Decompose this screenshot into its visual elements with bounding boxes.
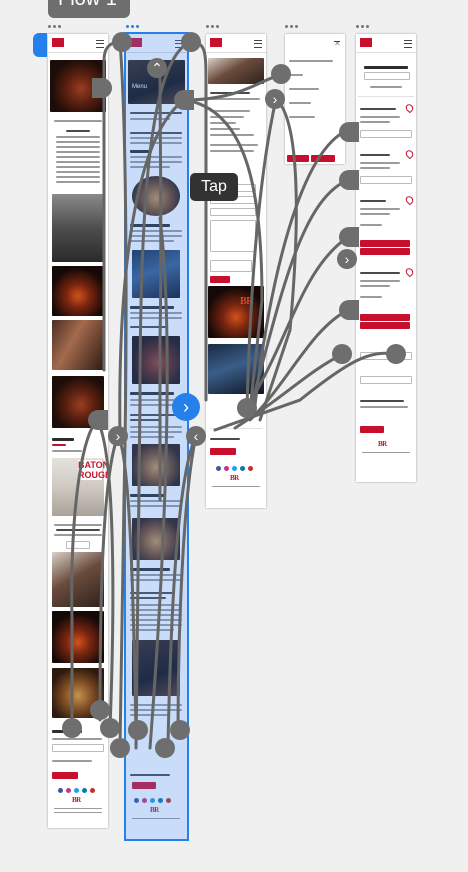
wire-handle[interactable] bbox=[237, 398, 257, 418]
artboard-options-contact[interactable] bbox=[206, 25, 219, 29]
artboard-options-menu[interactable] bbox=[126, 25, 139, 29]
location-search-input[interactable] bbox=[364, 72, 410, 80]
wire-handle[interactable] bbox=[92, 78, 112, 98]
wire-handle[interactable] bbox=[112, 32, 132, 52]
confirm-button[interactable] bbox=[287, 155, 309, 162]
flow-name-tag[interactable]: Flow 1 bbox=[48, 0, 130, 18]
chevron-up-icon[interactable]: ⌃ bbox=[147, 58, 167, 78]
social-icons[interactable] bbox=[134, 798, 171, 803]
wire-handle[interactable] bbox=[100, 718, 120, 738]
wire-handle[interactable] bbox=[90, 700, 110, 720]
artboard-locations[interactable]: BR bbox=[356, 34, 416, 482]
header-bar bbox=[48, 34, 108, 53]
map-pin-icon bbox=[404, 194, 415, 206]
wire-handle[interactable] bbox=[128, 720, 148, 740]
logo-icon bbox=[52, 38, 64, 47]
br-footer-logo: BR bbox=[230, 474, 239, 482]
grill-photo bbox=[52, 266, 104, 316]
br-footer-logo: BR bbox=[378, 440, 387, 448]
subject-select[interactable] bbox=[210, 208, 256, 216]
reserve-button[interactable] bbox=[210, 448, 236, 455]
logo-icon bbox=[360, 38, 372, 47]
burger-photo bbox=[132, 444, 180, 486]
br-wall-logo: BR bbox=[240, 296, 253, 307]
map-pin-icon bbox=[404, 266, 415, 278]
cancel-button[interactable] bbox=[311, 155, 335, 162]
location-details-button[interactable] bbox=[360, 176, 412, 184]
wire-handle[interactable] bbox=[155, 738, 175, 758]
wire-handle[interactable] bbox=[181, 32, 201, 52]
send-button[interactable] bbox=[210, 276, 230, 283]
br-footer-logo: BR bbox=[150, 806, 159, 814]
hamburger-icon[interactable] bbox=[404, 40, 412, 48]
wire-handle[interactable] bbox=[62, 718, 82, 738]
dining-room-photo bbox=[52, 611, 104, 663]
wire-handle[interactable] bbox=[332, 344, 352, 364]
captcha-box[interactable] bbox=[210, 260, 252, 272]
chevron-right-icon[interactable]: › bbox=[337, 249, 357, 269]
wire-handle[interactable] bbox=[110, 738, 130, 758]
city-select[interactable] bbox=[360, 376, 412, 384]
entree-photo bbox=[132, 176, 180, 216]
storefront-sign: BATON ROUGE bbox=[78, 460, 108, 480]
message-field[interactable] bbox=[210, 220, 256, 252]
ribs-photo bbox=[132, 336, 180, 384]
br-footer-logo: BR bbox=[72, 796, 81, 804]
artboard-contact[interactable]: BR BR bbox=[206, 34, 266, 508]
hamburger-icon[interactable] bbox=[254, 40, 262, 48]
contact-hero-photo bbox=[208, 58, 264, 84]
wire-handle[interactable] bbox=[271, 64, 291, 84]
close-icon[interactable]: ✕ bbox=[334, 39, 341, 48]
wire-handle[interactable] bbox=[339, 227, 359, 247]
server-photo bbox=[52, 552, 104, 607]
diners-photo bbox=[52, 320, 104, 370]
reserve-button[interactable] bbox=[52, 772, 78, 779]
wire-handle[interactable] bbox=[339, 122, 359, 142]
home-screen-marker[interactable] bbox=[33, 33, 47, 57]
header-bar bbox=[356, 34, 416, 53]
social-icons[interactable] bbox=[58, 788, 95, 793]
social-icons[interactable] bbox=[216, 466, 253, 471]
artboard-options-form[interactable] bbox=[285, 25, 298, 29]
wire-handle[interactable] bbox=[170, 720, 190, 740]
reserve-location-button[interactable] bbox=[360, 314, 410, 321]
menu-heading: Menu bbox=[132, 84, 148, 90]
kitchen-photo bbox=[52, 194, 104, 262]
sandwich-photo bbox=[132, 518, 180, 560]
salad-photo bbox=[132, 250, 180, 298]
order-location-button[interactable] bbox=[360, 248, 410, 255]
order-location-button[interactable] bbox=[360, 322, 410, 329]
artboard-menu[interactable]: Menu BR bbox=[124, 32, 189, 841]
reserve-button[interactable] bbox=[360, 426, 384, 433]
wire-handle[interactable] bbox=[386, 344, 406, 364]
wire-handle[interactable] bbox=[174, 90, 194, 110]
chevron-right-icon[interactable]: › bbox=[265, 89, 285, 109]
learn-more-button[interactable] bbox=[66, 541, 90, 549]
chevron-left-icon[interactable]: ‹ bbox=[186, 426, 206, 446]
chevron-right-icon[interactable]: › bbox=[172, 393, 200, 421]
artboard-reservation-overlay[interactable]: ✕ bbox=[285, 34, 345, 164]
section-heading-entrees bbox=[130, 150, 152, 153]
hamburger-icon[interactable] bbox=[96, 40, 104, 48]
dining-room-photo bbox=[208, 286, 264, 338]
dessert-photo bbox=[132, 640, 180, 696]
map-pin-icon bbox=[404, 148, 415, 160]
header-bar bbox=[206, 34, 266, 53]
artboard-options-home[interactable] bbox=[48, 25, 61, 29]
artboard-options-locations[interactable] bbox=[356, 25, 369, 29]
header-bar bbox=[126, 34, 187, 53]
location-select[interactable] bbox=[52, 744, 104, 752]
chevron-right-icon[interactable]: › bbox=[108, 426, 128, 446]
trigger-tooltip: Tap bbox=[190, 173, 238, 201]
wire-handle[interactable] bbox=[339, 300, 359, 320]
wire-handle[interactable] bbox=[88, 410, 108, 430]
reserve-button[interactable] bbox=[132, 782, 156, 789]
location-details-button[interactable] bbox=[360, 130, 412, 138]
logo-icon bbox=[210, 38, 222, 47]
map-pin-icon bbox=[404, 102, 415, 114]
reserve-location-button[interactable] bbox=[360, 240, 410, 247]
wire-handle[interactable] bbox=[339, 170, 359, 190]
bar-photo bbox=[208, 344, 264, 394]
